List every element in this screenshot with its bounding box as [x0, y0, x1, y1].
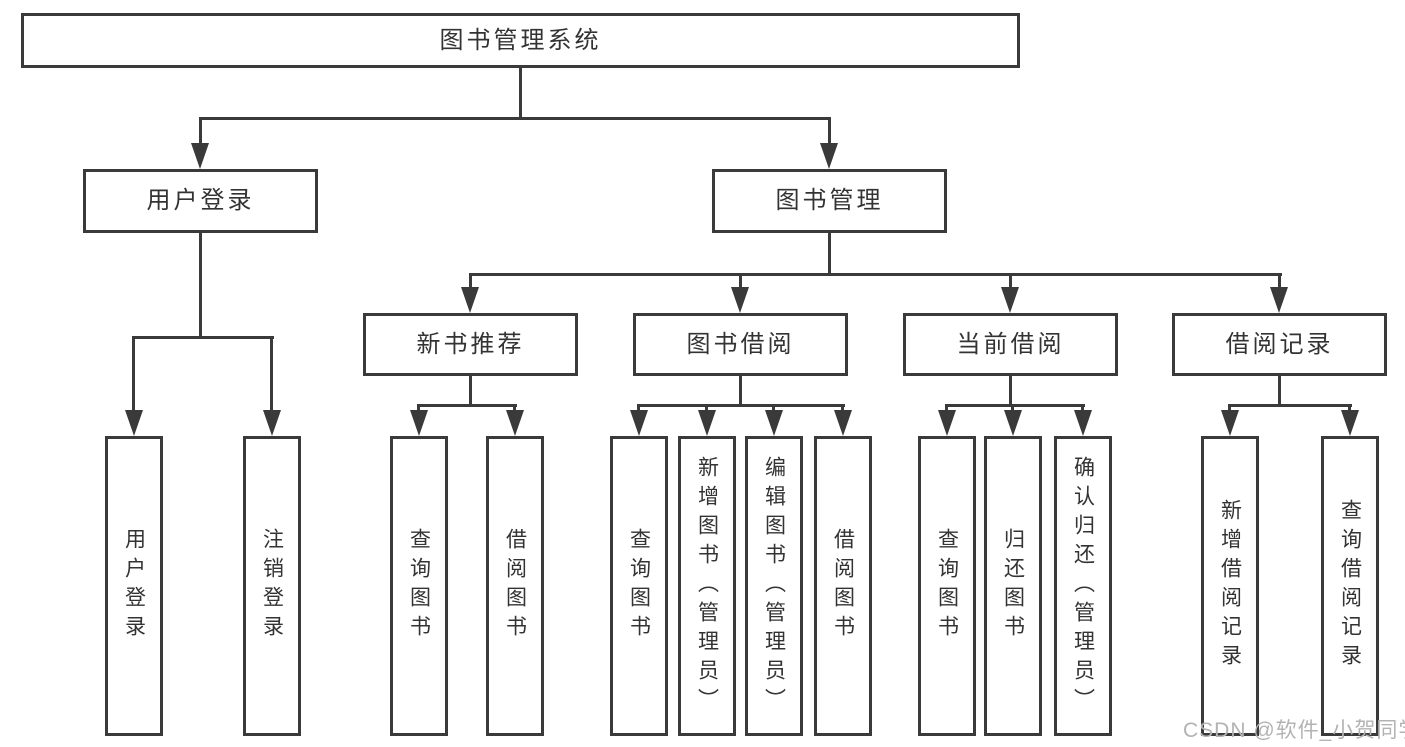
connector-currentborrow-split	[945, 404, 1085, 407]
connector-currentborrow-drop-1	[945, 404, 948, 414]
arrow-to-book-borrow	[731, 287, 749, 313]
connector-borrowrecords-stub	[1278, 376, 1281, 404]
arrow-to-bb-borrow	[834, 410, 852, 436]
connector-root-stub	[519, 68, 522, 117]
connector-currentborrow-drop-2	[1011, 404, 1014, 414]
node-leaf-bb-query-books: 查询图书	[610, 436, 668, 736]
connector-root-split	[199, 117, 831, 120]
arrow-to-br-query	[1341, 410, 1359, 436]
node-leaf-rec-borrow-books: 借阅图书	[486, 436, 544, 736]
arrow-to-new-book-rec	[461, 287, 479, 313]
arrow-to-bb-add	[698, 410, 716, 436]
node-leaf-bb-edit-books-admin: 编辑图书（管理员）	[745, 436, 803, 736]
connector-bookmgmt-drop-1	[469, 273, 472, 291]
node-new-book-rec: 新书推荐	[363, 313, 578, 376]
connector-userlogin-drop-2	[270, 336, 273, 414]
connector-bookmgmt-drop-4	[1278, 273, 1281, 291]
arrow-to-bb-query	[630, 410, 648, 436]
connector-root-drop-left	[199, 117, 202, 148]
arrow-to-current-borrow	[1001, 287, 1019, 313]
arrow-to-br-add	[1221, 410, 1239, 436]
connector-borrowrecords-drop-1	[1228, 404, 1231, 414]
arrow-to-book-mgmt	[820, 143, 838, 169]
connector-bookborrow-drop-1	[637, 404, 640, 414]
connector-root-drop-right	[828, 117, 831, 148]
connector-currentborrow-stub	[1009, 376, 1012, 404]
connector-currentborrow-drop-3	[1081, 404, 1084, 414]
arrow-to-cb-query	[938, 410, 956, 436]
connector-bookborrow-drop-2	[705, 404, 708, 414]
node-user-login: 用户登录	[83, 169, 318, 233]
arrow-to-cb-confirm	[1074, 410, 1092, 436]
connector-userlogin-stub	[199, 233, 202, 336]
node-leaf-bb-add-books-admin: 新增图书（管理员）	[678, 436, 736, 736]
node-leaf-rec-query-books: 查询图书	[390, 436, 448, 736]
node-root-system: 图书管理系统	[21, 13, 1020, 68]
connector-newbookrec-stub	[469, 376, 472, 404]
connector-newbookrec-drop-2	[513, 404, 516, 414]
arrow-to-leaf-user-login	[125, 410, 143, 436]
arrow-to-rec-query	[410, 410, 428, 436]
node-current-borrow: 当前借阅	[903, 313, 1118, 376]
node-leaf-br-add-record: 新增借阅记录	[1201, 436, 1259, 736]
arrow-to-user-login	[191, 143, 209, 169]
connector-bookmgmt-drop-3	[1009, 273, 1012, 291]
connector-bookmgmt-split	[469, 273, 1282, 276]
arrow-to-borrow-records	[1270, 287, 1288, 313]
arrow-to-leaf-logout	[263, 410, 281, 436]
node-book-mgmt: 图书管理	[712, 169, 947, 233]
connector-bookborrow-split	[637, 404, 845, 407]
node-leaf-logout: 注销登录	[243, 436, 301, 736]
connector-borrowrecords-drop-2	[1348, 404, 1351, 414]
arrow-to-cb-return	[1004, 410, 1022, 436]
connector-newbookrec-drop-1	[417, 404, 420, 414]
connector-bookborrow-stub	[739, 376, 742, 404]
connector-borrowrecords-split	[1228, 404, 1352, 407]
connector-bookborrow-drop-3	[772, 404, 775, 414]
node-book-borrow: 图书借阅	[633, 313, 848, 376]
connector-bookmgmt-stub	[828, 233, 831, 273]
node-leaf-user-login: 用户登录	[105, 436, 163, 736]
node-leaf-cb-return-books: 归还图书	[984, 436, 1042, 736]
node-borrow-records: 借阅记录	[1172, 313, 1387, 376]
arrow-to-rec-borrow	[506, 410, 524, 436]
node-leaf-bb-borrow-books: 借阅图书	[814, 436, 872, 736]
csdn-watermark: CSDN @软件_小贺同学	[1183, 719, 1405, 742]
node-leaf-br-query-record: 查询借阅记录	[1321, 436, 1379, 736]
connector-bookmgmt-drop-2	[739, 273, 742, 291]
arrow-to-bb-edit	[765, 410, 783, 436]
connector-bookborrow-drop-4	[841, 404, 844, 414]
node-leaf-cb-confirm-return-admin: 确认归还（管理员）	[1054, 436, 1112, 736]
connector-newbookrec-split	[417, 404, 517, 407]
node-leaf-cb-query-books: 查询图书	[918, 436, 976, 736]
connector-userlogin-split	[132, 336, 274, 339]
connector-userlogin-drop-1	[132, 336, 135, 414]
